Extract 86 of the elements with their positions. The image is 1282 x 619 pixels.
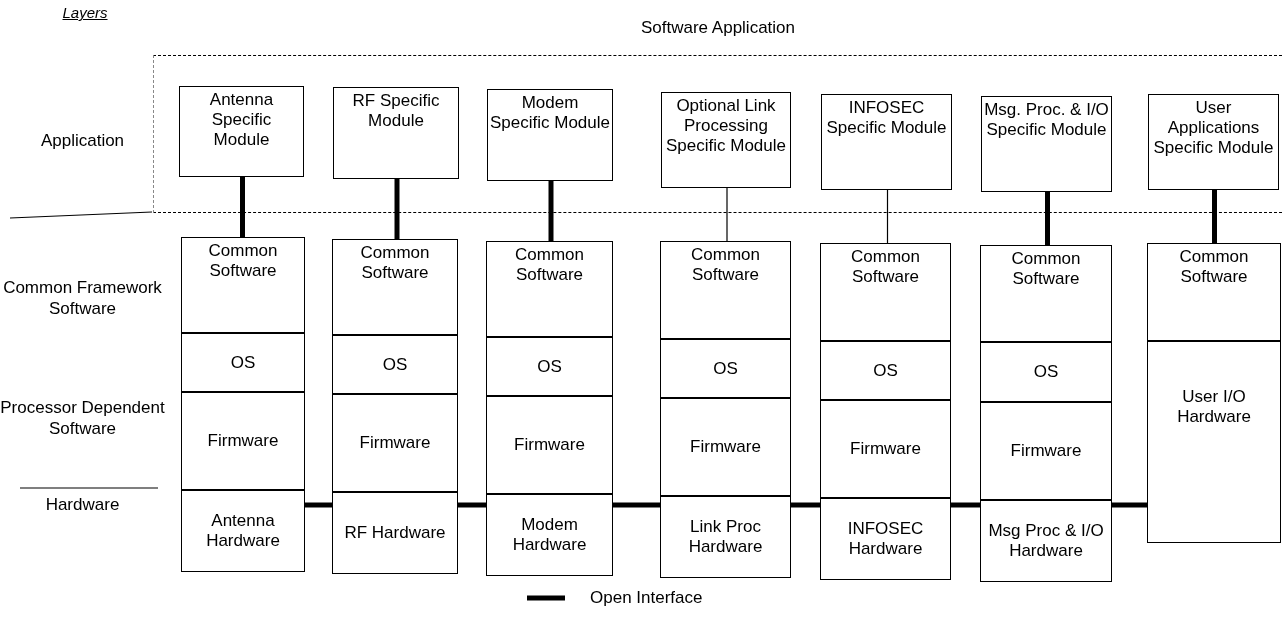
box-label: Optional Link Processing Specific Module	[665, 96, 787, 156]
interface-line	[791, 502, 820, 508]
layer-box	[332, 394, 458, 492]
box-label: Antenna Hardware	[205, 511, 281, 551]
interface-line	[240, 176, 245, 237]
interface-line	[726, 186, 728, 242]
box-label: Common Software	[1178, 247, 1250, 287]
layer-box	[820, 498, 951, 580]
box-label: INFOSEC Specific Module	[825, 98, 948, 138]
layer-box	[660, 241, 791, 339]
box-label: INFOSEC Hardware	[846, 519, 925, 559]
box-label: Firmware	[690, 437, 761, 457]
box-label: Common Software	[850, 247, 921, 287]
layer-box	[486, 494, 613, 576]
layer-box	[820, 400, 951, 498]
box-label: Modem Specific Module	[490, 93, 610, 133]
layer-box	[332, 239, 458, 335]
layer-box	[660, 496, 791, 578]
box-label: Common Software	[207, 241, 279, 281]
layer-box	[181, 392, 305, 490]
layer-box	[980, 245, 1112, 342]
layer-box	[1147, 341, 1281, 543]
layer-box	[980, 342, 1112, 402]
box-label: User Applications Specific Module	[1152, 98, 1275, 158]
box-label: OS	[537, 356, 562, 377]
box-label: Common Software	[1010, 249, 1082, 289]
layer-box	[332, 335, 458, 394]
box-label: Msg Proc & I/O Hardware	[987, 521, 1105, 561]
box-label: Firmware	[850, 439, 921, 459]
module-box	[661, 92, 791, 188]
layer-box	[332, 492, 458, 574]
module-box	[981, 96, 1112, 192]
interface-line	[1112, 502, 1147, 508]
region-heading: Software Application	[640, 18, 795, 38]
box-label: OS	[1033, 362, 1059, 382]
layer-label: Common Framework Software	[2, 277, 163, 319]
layer-box	[486, 396, 613, 494]
box-label: OS	[382, 354, 408, 375]
layer-box	[486, 241, 613, 337]
layer-box	[486, 337, 613, 396]
interface-line	[1045, 191, 1050, 245]
box-label: Msg. Proc. & I/O Specific Module	[984, 100, 1109, 140]
module-box	[821, 94, 952, 190]
box-label: OS	[873, 360, 898, 381]
layer-box	[660, 398, 791, 496]
interface-line	[394, 178, 400, 239]
module-box	[1148, 94, 1279, 190]
module-box	[487, 89, 613, 181]
box-label: Firmware	[1010, 441, 1082, 461]
interface-line	[305, 502, 332, 508]
box-label: Link Proc Hardware	[687, 517, 764, 557]
box-label: Firmware	[514, 435, 585, 455]
layer-box	[181, 490, 305, 572]
layer-heading: Layers	[61, 3, 109, 23]
layer-box	[181, 333, 305, 392]
box-label: Firmware	[207, 431, 279, 451]
box-label: RF Hardware	[344, 523, 446, 543]
box-label: Common Software	[514, 245, 585, 285]
layer-box	[181, 237, 305, 333]
box-label: Common Software	[359, 243, 431, 283]
layer-box	[1147, 243, 1281, 341]
interface-line	[886, 188, 889, 244]
box-label: Antenna Specific Module	[208, 90, 275, 150]
module-box	[333, 87, 459, 179]
layer-box	[820, 243, 951, 341]
layer-label: Hardware	[44, 494, 121, 515]
box-label: Firmware	[359, 433, 431, 453]
layer-label: Application	[39, 130, 126, 151]
legend-label: Open Interface	[590, 587, 703, 608]
box-label: Common Software	[690, 245, 761, 285]
interface-line	[1212, 189, 1217, 243]
box-label: Modem Hardware	[511, 515, 588, 555]
interface-line	[613, 502, 660, 508]
layer-box	[820, 341, 951, 400]
layer-label: Processor Dependent Software	[0, 397, 165, 439]
layer-box	[980, 402, 1112, 500]
box-label: OS	[230, 352, 256, 373]
interface-line	[548, 180, 554, 241]
interface-line	[951, 502, 980, 508]
box-label: User I/O Hardware	[1176, 387, 1252, 427]
module-box	[179, 86, 304, 177]
interface-line	[458, 502, 486, 508]
layer-box	[660, 339, 791, 398]
box-label: OS	[713, 358, 738, 379]
box-label: RF Specific Module	[351, 91, 441, 131]
layer-box	[980, 500, 1112, 582]
